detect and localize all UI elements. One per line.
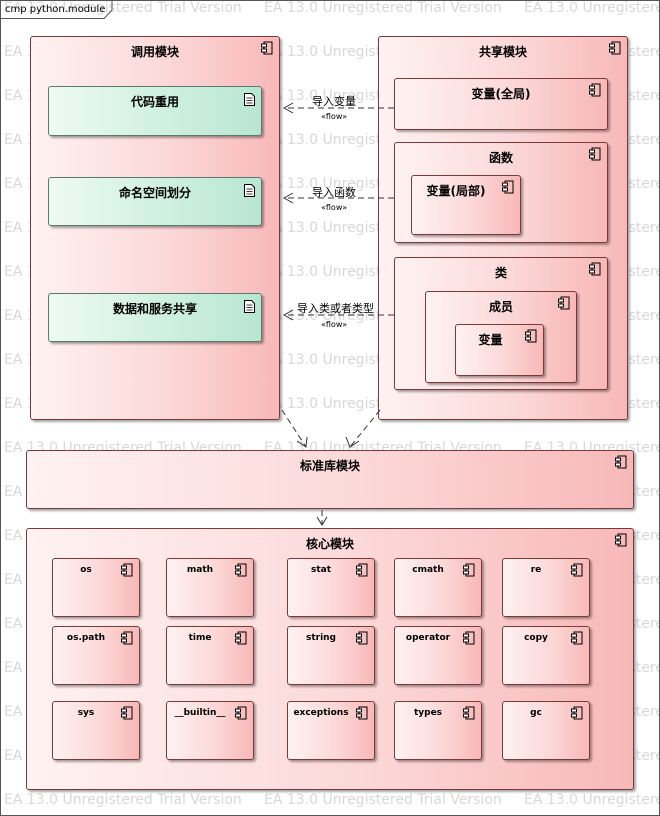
core-item-label: string (305, 633, 337, 643)
local-variable-label: 变量(局部) (426, 184, 486, 198)
calling-module-name: 调用模块 (130, 45, 179, 59)
core-item-label: re (530, 565, 542, 575)
document-icon (244, 184, 255, 197)
arrowhead (296, 436, 308, 448)
core-item-label: time (188, 633, 212, 643)
diagram-title: cmp python.module (5, 4, 106, 15)
component-icon (571, 563, 583, 577)
component-icon (356, 563, 368, 577)
arrowhead (316, 516, 328, 526)
core-item-label: exceptions (293, 708, 349, 718)
global-variable-component[interactable]: 变量(全局) (394, 78, 608, 130)
core-item-label: __builtin__ (174, 708, 226, 718)
artifact-data-sharing[interactable]: 数据和服务共享 (48, 293, 262, 342)
component-icon (558, 296, 570, 310)
document-icon (244, 300, 255, 313)
flow-label-function: 导入函数 (312, 186, 356, 199)
watermark-text: EA 13.0 Unregistered Trial Version (524, 792, 660, 808)
component-icon (615, 533, 627, 547)
watermark-text: EA 13.0 Unregistered Trial Version (524, 0, 660, 16)
core-item-math[interactable]: math (166, 558, 254, 617)
arrowhead (282, 309, 294, 321)
core-item-exceptions[interactable]: exceptions (287, 701, 375, 760)
core-item-cmath[interactable]: cmath (394, 558, 482, 617)
component-icon (235, 706, 247, 720)
component-icon (609, 41, 621, 55)
arrowhead (282, 192, 294, 204)
component-icon (121, 631, 133, 645)
function-label: 函数 (488, 151, 513, 165)
component-icon (589, 147, 601, 161)
component-icon (589, 262, 601, 276)
artifact-data-sharing-label: 数据和服务共享 (112, 302, 197, 316)
core-item-types[interactable]: types (394, 701, 482, 760)
stdlib-module-name: 标准库模块 (299, 459, 360, 473)
core-item-label: operator (405, 633, 451, 643)
core-item-label: cmath (412, 565, 444, 575)
core-item-label: stat (310, 565, 332, 575)
watermark-text: EA 13.0 Unregistered Trial Version (264, 792, 502, 808)
artifact-namespace[interactable]: 命名空间划分 (48, 177, 262, 226)
component-icon (235, 631, 247, 645)
core-item-copy[interactable]: copy (502, 626, 590, 685)
component-icon (589, 83, 601, 97)
flow-stereotype: «flow» (321, 320, 348, 329)
core-item-label: os.path (66, 633, 106, 643)
core-module-name: 核心模块 (305, 537, 354, 551)
component-icon (571, 706, 583, 720)
core-item-gc[interactable]: gc (502, 701, 590, 760)
core-item-sys[interactable]: sys (52, 701, 140, 760)
component-icon (261, 41, 273, 55)
core-item-label: os (80, 565, 92, 575)
class-label: 类 (494, 266, 507, 280)
member-variable-label: 变量 (478, 333, 503, 347)
component-icon (571, 631, 583, 645)
dependency-line-shared (349, 409, 381, 448)
watermark-text: EA 13.0 Unregistered Trial Version (4, 792, 242, 808)
core-item-label: gc (530, 708, 542, 718)
artifact-code-reuse-label: 代码重用 (130, 95, 179, 109)
local-variable-component[interactable]: 变量(局部) (411, 175, 521, 235)
component-icon (235, 563, 247, 577)
artifact-namespace-label: 命名空间划分 (118, 186, 191, 200)
core-item-label: types (413, 708, 443, 718)
component-icon (121, 563, 133, 577)
core-item-label: sys (77, 708, 95, 718)
component-icon (356, 631, 368, 645)
watermark-text: EA 13.0 Unregistered Trial Version (264, 0, 502, 16)
document-icon (244, 93, 255, 106)
core-item-operator[interactable]: operator (394, 626, 482, 685)
flow-label-variable: 导入变量 (312, 95, 356, 108)
core-item-time[interactable]: time (166, 626, 254, 685)
stdlib-module[interactable]: 标准库模块 (26, 450, 634, 509)
core-item-os[interactable]: os (52, 558, 140, 617)
core-item-stat[interactable]: stat (287, 558, 375, 617)
core-item-os-path[interactable]: os.path (52, 626, 140, 685)
dependency-line-calling (281, 409, 307, 448)
shared-module-name: 共享模块 (478, 45, 527, 59)
component-icon (463, 631, 475, 645)
component-icon (615, 455, 627, 469)
component-icon (121, 706, 133, 720)
component-icon (525, 329, 537, 343)
arrowhead (345, 436, 360, 448)
arrowhead (282, 102, 294, 114)
core-item-re[interactable]: re (502, 558, 590, 617)
flow-label-class: 导入类或者类型 (297, 302, 374, 315)
artifact-code-reuse[interactable]: 代码重用 (48, 86, 262, 136)
global-variable-label: 变量(全局) (471, 87, 531, 101)
flow-stereotype: «flow» (321, 203, 348, 212)
core-item-label: math (186, 565, 214, 575)
component-icon (463, 563, 475, 577)
member-label: 成员 (488, 300, 513, 314)
flow-stereotype: «flow» (321, 112, 348, 121)
core-item-builtin[interactable]: __builtin__ (166, 701, 254, 760)
core-item-string[interactable]: string (287, 626, 375, 685)
component-icon (356, 706, 368, 720)
core-item-label: copy (524, 633, 548, 643)
component-icon (463, 706, 475, 720)
member-variable-component[interactable]: 变量 (455, 324, 544, 376)
component-icon (502, 180, 514, 194)
